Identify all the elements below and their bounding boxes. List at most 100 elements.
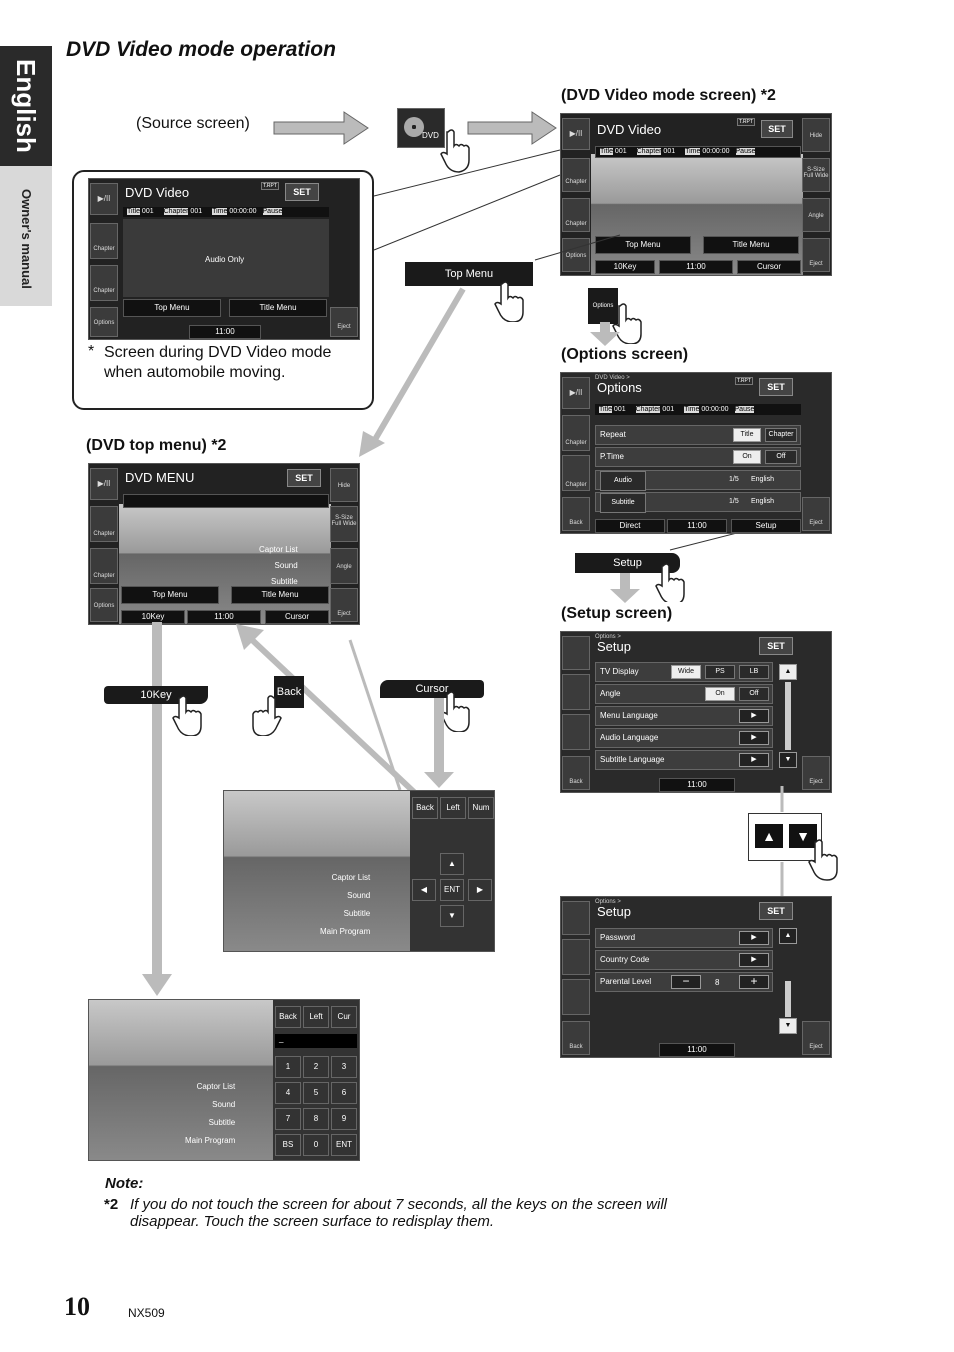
num-key[interactable]: Num (468, 797, 494, 819)
menu-item[interactable]: Sound (212, 1100, 236, 1109)
eject-button[interactable]: Eject (330, 307, 358, 337)
menu-language-row[interactable]: Menu Language (595, 706, 773, 726)
menu-item[interactable]: Sound (347, 891, 371, 900)
chevron-right-icon[interactable]: ▶ (739, 709, 769, 723)
eject-button[interactable]: Eject (802, 756, 830, 790)
menu-item[interactable]: Captor List (196, 1082, 236, 1091)
set-button[interactable]: SET (759, 902, 793, 920)
tv-wide-option[interactable]: Wide (671, 665, 701, 679)
entry-field[interactable]: _ (275, 1034, 357, 1048)
chapter-up-button[interactable]: Chapter (90, 506, 118, 542)
set-button[interactable]: SET (759, 637, 793, 655)
menu-item[interactable]: Subtitle (343, 909, 371, 918)
menu-item[interactable]: Subtitle (271, 577, 298, 586)
chapter-down-button[interactable]: Chapter (562, 198, 590, 232)
menu-item[interactable]: Main Program (320, 927, 371, 936)
chevron-right-icon[interactable]: ▶ (739, 953, 769, 967)
menu-item[interactable]: Captor List (331, 873, 371, 882)
subtitle-row[interactable]: Subtitle (595, 492, 801, 513)
key-7[interactable]: 7 (275, 1108, 301, 1130)
plus-icon[interactable]: + (739, 975, 769, 989)
setup-button[interactable]: Setup (731, 519, 801, 533)
audio-language-row[interactable]: Audio Language (595, 728, 773, 748)
chapter-down-button[interactable]: Chapter (90, 265, 118, 301)
top-menu-callout[interactable]: Top Menu (405, 262, 533, 286)
scroll-up-icon[interactable]: ▲ (779, 928, 797, 944)
set-button[interactable]: SET (285, 183, 319, 201)
chapter-down-button[interactable]: Chapter (90, 548, 118, 584)
key-3[interactable]: 3 (331, 1056, 357, 1078)
menu-item[interactable]: Sound (274, 561, 298, 570)
repeat-chapter-option[interactable]: Chapter (765, 428, 797, 442)
back-button[interactable]: Back (562, 497, 590, 531)
chevron-right-icon[interactable]: ▶ (739, 753, 769, 767)
key-1[interactable]: 1 (275, 1056, 301, 1078)
eject-button[interactable]: Eject (802, 497, 830, 531)
key-2[interactable]: 2 (303, 1056, 329, 1078)
size-button[interactable]: S-Size Full Wide (330, 506, 358, 542)
hide-button[interactable]: Hide (330, 468, 358, 502)
back-key[interactable]: Back (412, 797, 438, 819)
key-enter[interactable]: ENT (331, 1134, 357, 1156)
title-menu-button[interactable]: Title Menu (703, 236, 799, 254)
scroll-down-icon[interactable]: ▼ (789, 824, 817, 848)
ptime-off-option[interactable]: Off (765, 450, 797, 464)
cursor-callout[interactable]: Cursor (380, 680, 484, 698)
key-6[interactable]: 6 (331, 1082, 357, 1104)
cur-key[interactable]: Cur (331, 1006, 357, 1028)
title-menu-button[interactable]: Title Menu (229, 299, 327, 317)
scrollbar[interactable] (785, 682, 791, 750)
chapter-up-button[interactable]: Chapter (90, 223, 118, 259)
direct-button[interactable]: Direct (595, 519, 665, 533)
angle-on-option[interactable]: On (705, 687, 735, 701)
eject-button[interactable]: Eject (802, 1021, 830, 1055)
subtitle-language-row[interactable]: Subtitle Language (595, 750, 773, 770)
subtitle-button[interactable]: Subtitle (600, 493, 646, 513)
ptime-on-option[interactable]: On (733, 450, 761, 464)
angle-button[interactable]: Angle (330, 548, 358, 584)
menu-item[interactable]: Main Program (185, 1136, 236, 1145)
back-key[interactable]: Back (275, 1006, 301, 1028)
title-menu-button[interactable]: Title Menu (231, 586, 329, 604)
set-button[interactable]: SET (759, 378, 793, 396)
scroll-down-icon[interactable]: ▼ (779, 1018, 797, 1034)
scroll-down-icon[interactable]: ▼ (779, 752, 797, 768)
enter-key[interactable]: ENT (440, 879, 464, 901)
options-button[interactable]: Options (90, 588, 118, 622)
key-0[interactable]: 0 (303, 1134, 329, 1156)
options-button[interactable]: Options (90, 307, 118, 337)
set-button[interactable]: SET (761, 120, 793, 138)
cursor-button[interactable]: Cursor (737, 260, 801, 274)
scroll-up-icon[interactable]: ▲ (779, 664, 797, 680)
right-arrow-icon[interactable]: ▶ (468, 879, 492, 901)
hide-button[interactable]: Hide (802, 118, 830, 152)
options-callout[interactable]: Options (588, 288, 618, 324)
key-8[interactable]: 8 (303, 1108, 329, 1130)
cursor-button[interactable]: Cursor (265, 610, 329, 624)
scroll-up-icon[interactable]: ▲ (755, 824, 783, 848)
chevron-right-icon[interactable]: ▶ (739, 731, 769, 745)
left-key[interactable]: Left (440, 797, 466, 819)
top-menu-button[interactable]: Top Menu (123, 299, 221, 317)
chapter-up-button[interactable]: Chapter (562, 415, 590, 451)
chevron-right-icon[interactable]: ▶ (739, 931, 769, 945)
play-pause-button[interactable]: ▶/II (90, 183, 118, 215)
top-menu-button[interactable]: Top Menu (121, 586, 219, 604)
audio-row[interactable]: Audio (595, 470, 801, 491)
back-button[interactable]: Back (562, 756, 590, 790)
eject-button[interactable]: Eject (802, 238, 830, 272)
options-button[interactable]: Options (562, 238, 590, 272)
menu-item[interactable]: Captor List (259, 545, 298, 554)
key-bs[interactable]: BS (275, 1134, 301, 1156)
left-arrow-icon[interactable]: ◀ (412, 879, 436, 901)
dvd-source-icon[interactable]: DVD (397, 108, 445, 148)
play-pause-button[interactable]: ▶/II (562, 377, 590, 409)
key-4[interactable]: 4 (275, 1082, 301, 1104)
password-row[interactable]: Password (595, 928, 773, 948)
tv-lb-option[interactable]: LB (739, 665, 769, 679)
angle-button[interactable]: Angle (802, 198, 830, 232)
minus-icon[interactable]: − (671, 975, 701, 989)
angle-off-option[interactable]: Off (739, 687, 769, 701)
play-pause-button[interactable]: ▶/II (90, 468, 118, 500)
country-code-row[interactable]: Country Code (595, 950, 773, 970)
